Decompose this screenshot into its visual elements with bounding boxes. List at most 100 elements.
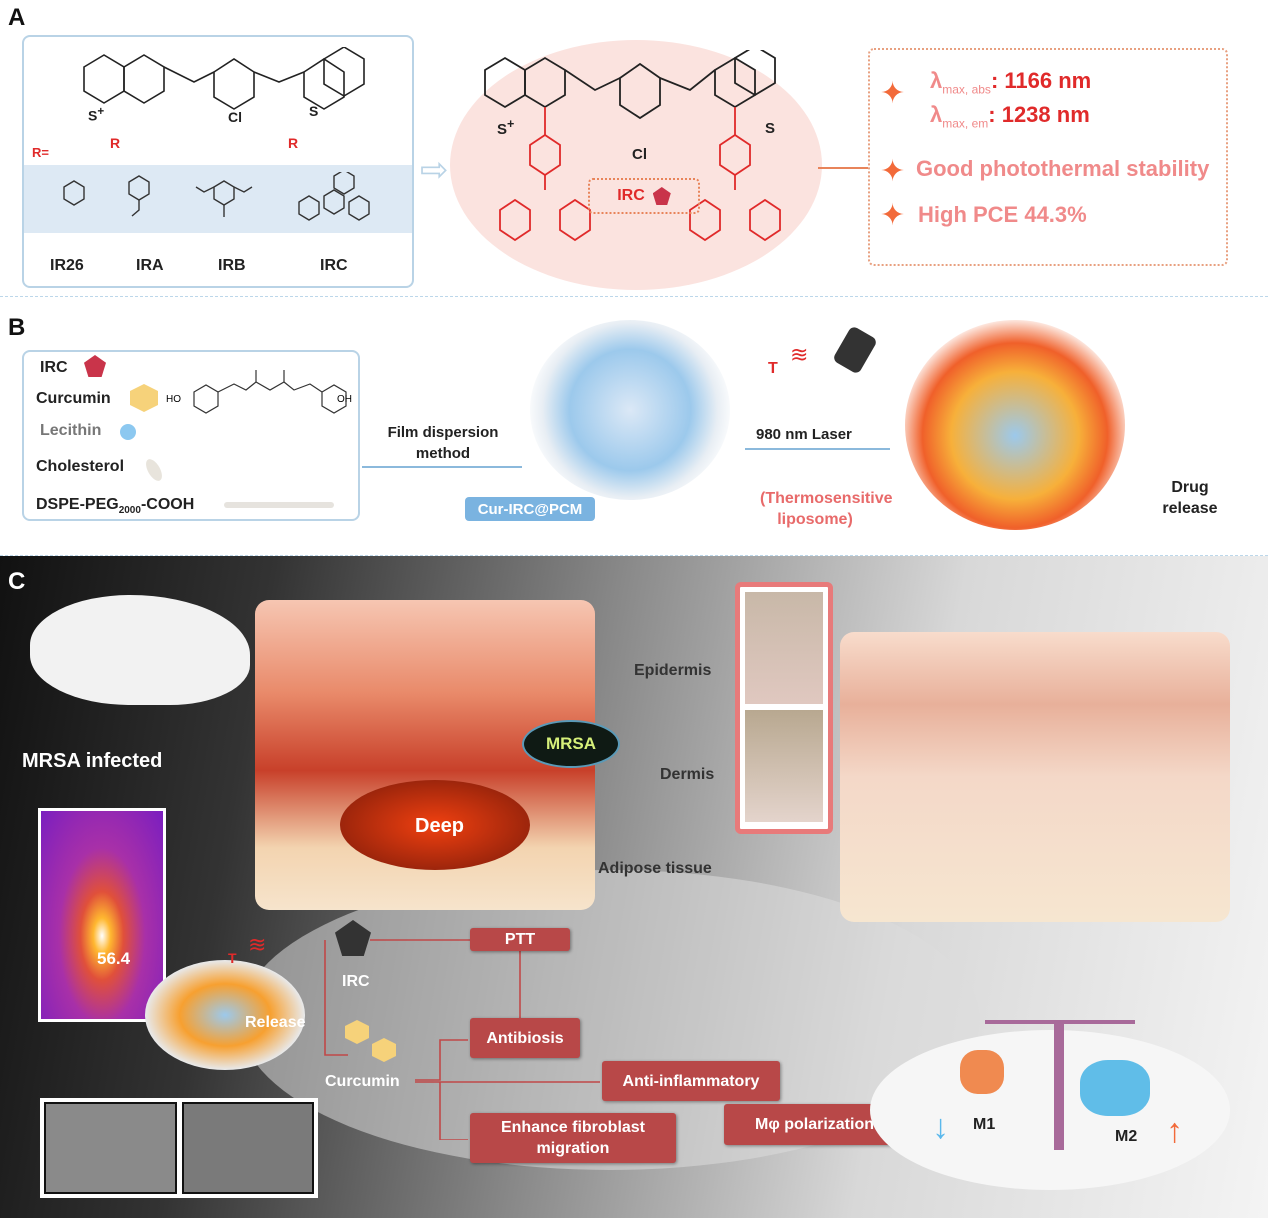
substituent-structures [63, 172, 370, 221]
layer-adipose: Adipose tissue [598, 860, 712, 877]
pce-value: High PCE 44.3% [918, 202, 1087, 227]
cholesterol-icon [142, 456, 166, 484]
skin-healed-illustration [840, 632, 1230, 922]
heat-waves-icon: ≋ [790, 342, 809, 367]
ptt-box: PTT [470, 928, 570, 951]
deep-label: Deep [415, 815, 464, 837]
temperature-t: T [768, 360, 778, 377]
balance-scale-post [1054, 1020, 1064, 1150]
curcumin-cube-icon [130, 384, 158, 412]
mrsa-label: MRSA [545, 734, 597, 753]
irc-structure [484, 50, 781, 242]
mrsa-bubble: MRSA [522, 720, 620, 768]
dspe-peg-icon [224, 502, 334, 508]
r-label: R= [32, 145, 49, 160]
temperature-readout: 56.4 [97, 949, 131, 968]
curcumin-label: Curcumin [325, 1073, 400, 1090]
liposome-image [530, 320, 730, 500]
irc-atom-cl: Cl [632, 146, 647, 163]
scratch-assay-images [40, 1098, 318, 1198]
laser-device-icon [832, 325, 878, 375]
dye-series-box: S+ Cl S R R R= IR26 IRA IRB IRC [22, 35, 414, 288]
irc-crystal-icon [652, 187, 671, 205]
em-max: λmax, em: 1238 nm [930, 102, 1090, 131]
fibroblast-migration-box: Enhance fibroblast migration [470, 1113, 676, 1163]
properties-box: ✦ ✦ ✦ λmax, abs: 1166 nm λmax, em: 1238 … [868, 48, 1228, 266]
compound-irc: IRC [320, 257, 348, 274]
lecithin-icon [120, 424, 136, 440]
thermosensitive-label: (Thermosensitive liposome) [760, 490, 893, 528]
photothermal-stability: Good photothermal stability [916, 156, 1210, 181]
irc-highlight-ellipse [450, 40, 822, 290]
thermal-image: 56.4 [38, 808, 166, 1022]
component-irc: IRC [40, 359, 68, 376]
sparkle-icon: ✦ [880, 199, 906, 232]
scratch-image-after [181, 1102, 314, 1194]
arrow-down-icon: ↓ [932, 1108, 949, 1146]
scratch-image-before [44, 1102, 177, 1194]
m1-label: M1 [973, 1116, 996, 1133]
substituent-band [24, 165, 412, 233]
irc-atom-s-plus: S+ [497, 117, 515, 138]
abs-max: λmax, abs: 1166 nm [930, 68, 1092, 97]
component-dspe-peg: DSPE-PEG2000-COOH [36, 496, 195, 517]
drug-release-label: Drug release [1162, 479, 1218, 517]
connector-line [818, 167, 868, 169]
sparkle-icon: ✦ [880, 77, 906, 110]
deep-infection [340, 780, 530, 870]
panel-b-label: B [8, 314, 26, 341]
compound-ir26: IR26 [50, 257, 84, 274]
liposome-burst-image [145, 960, 305, 1070]
arrow-right-icon: ⇨ [420, 151, 449, 189]
irc-crystal-icon [84, 355, 106, 377]
components-box: IRC Curcumin Lecithin Cholesterol DSPE-P… [22, 350, 360, 521]
component-lecithin: Lecithin [40, 422, 102, 439]
mrsa-infected-label: MRSA infected [22, 750, 163, 772]
mouse-image [30, 595, 250, 705]
curcumin-cube-icon [372, 1038, 396, 1062]
irc-badge-label: IRC [617, 187, 645, 204]
atom-s-plus: S+ [88, 105, 105, 124]
atom-r-left: R [110, 135, 121, 151]
irc-atom-s: S [765, 120, 776, 137]
curcumin-cube-icon [345, 1020, 369, 1044]
layer-dermis: Dermis [660, 766, 715, 783]
m2-macrophage-icon [1080, 1060, 1150, 1116]
panel-a-label: A [8, 4, 26, 31]
irc-label: IRC [342, 973, 370, 990]
wound-photo-frame [735, 582, 833, 834]
release-label: Release [245, 1014, 306, 1031]
m2-label: M2 [1115, 1128, 1138, 1145]
layer-epidermis: Epidermis [634, 662, 712, 679]
component-cholesterol: Cholesterol [36, 458, 125, 475]
sparkle-icon: ✦ [880, 155, 906, 188]
atom-cl: Cl [228, 109, 242, 125]
mechanism-arrows [324, 939, 600, 1140]
irc-badge: IRC [588, 178, 700, 214]
wound-photo-before [745, 592, 823, 704]
cur-irc-pcm-badge: Cur-IRC@PCM [465, 497, 595, 521]
compound-ira: IRA [136, 257, 164, 274]
panel-c-label: C [8, 568, 26, 595]
oh-right: OH [337, 394, 352, 405]
atom-s: S [309, 103, 319, 119]
heat-waves-icon: ≋ [248, 932, 267, 957]
laser-label: 980 nm Laser [756, 426, 852, 443]
anti-inflammatory-box: Anti-inflammatory [602, 1061, 780, 1101]
balance-spotlight [870, 1030, 1230, 1190]
oh-left: HO [166, 394, 181, 405]
component-curcumin: Curcumin [36, 390, 111, 407]
atom-r-right: R [288, 135, 299, 151]
curcumin-structure [193, 370, 347, 414]
arrow-up-icon: ↑ [1166, 1112, 1183, 1150]
m1-macrophage-icon [960, 1050, 1004, 1094]
process-arrow [362, 466, 522, 468]
macrophage-polarization-box: Mφ polarization [724, 1104, 905, 1145]
antibiosis-box: Antibiosis [470, 1018, 580, 1058]
compound-irb: IRB [218, 257, 246, 274]
drug-release-image [905, 320, 1125, 530]
divider [0, 296, 1268, 297]
laser-arrow [745, 448, 890, 450]
temperature-t: T [228, 950, 237, 966]
dye-core-structure [83, 47, 365, 110]
